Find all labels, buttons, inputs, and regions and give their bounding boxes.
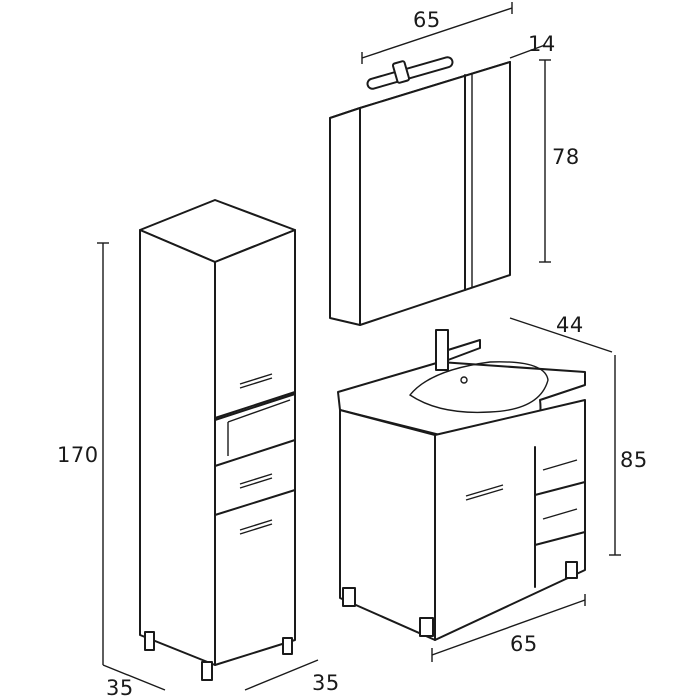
mirror-cabinet: [329, 56, 511, 326]
mirror-height-label: 78: [552, 145, 580, 169]
vanity-width-label: 65: [510, 632, 538, 656]
column-width-label: 35: [312, 671, 340, 695]
vanity-unit: [337, 329, 586, 641]
column-height-label: 170: [57, 443, 99, 467]
mirror-depth-label: 14: [528, 32, 556, 56]
tall-column-cabinet: [139, 199, 296, 681]
mirror-width-label: 65: [413, 8, 441, 32]
vanity-depth-label: 44: [556, 313, 584, 337]
dimension-lines: [97, 2, 621, 691]
vanity-height-label: 85: [620, 448, 648, 472]
column-depth-label: 35: [106, 676, 134, 700]
